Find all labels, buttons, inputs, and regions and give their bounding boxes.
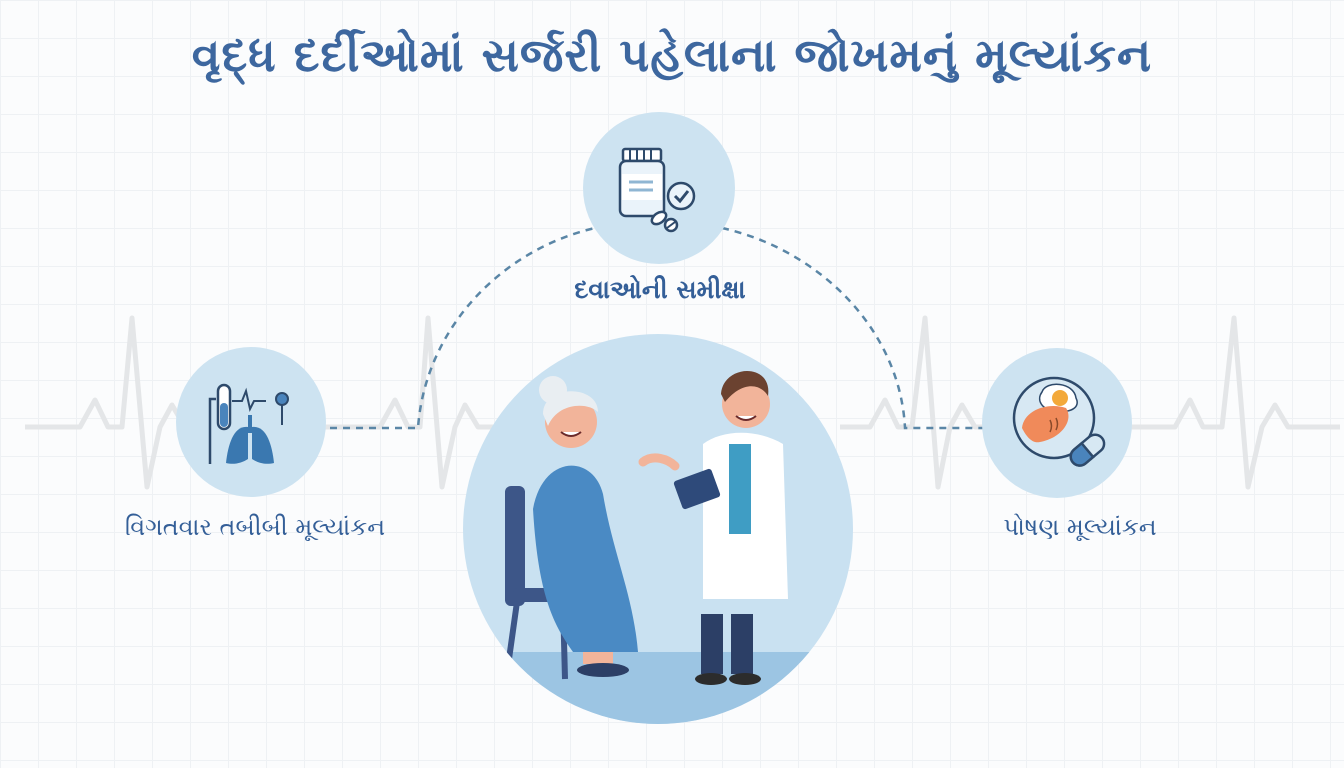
page-title: વૃદ્ધ દર્દીઓમાં સર્જરી પહેલાના જોખમનું મ… — [191, 28, 1153, 82]
center-illustration — [463, 334, 853, 724]
lungs-test-tube-icon — [208, 383, 289, 464]
nutrition-assessment-label: પોષણ મૂલ્યાંકન — [1003, 513, 1157, 541]
medication-review-circle — [583, 112, 735, 264]
medication-review-label: દવાઓની સમીક્ષા — [574, 275, 746, 304]
food-plate-pill-icon — [1012, 376, 1106, 467]
doctor-patient-illustration — [463, 371, 853, 724]
medical-assessment-label: વિગતવાર તબીબી મૂલ્યાંકન — [124, 513, 386, 541]
nutrition-assessment-circle — [982, 348, 1132, 498]
medicine-bottle-check-icon — [618, 147, 696, 233]
medical-assessment-circle — [176, 347, 326, 497]
